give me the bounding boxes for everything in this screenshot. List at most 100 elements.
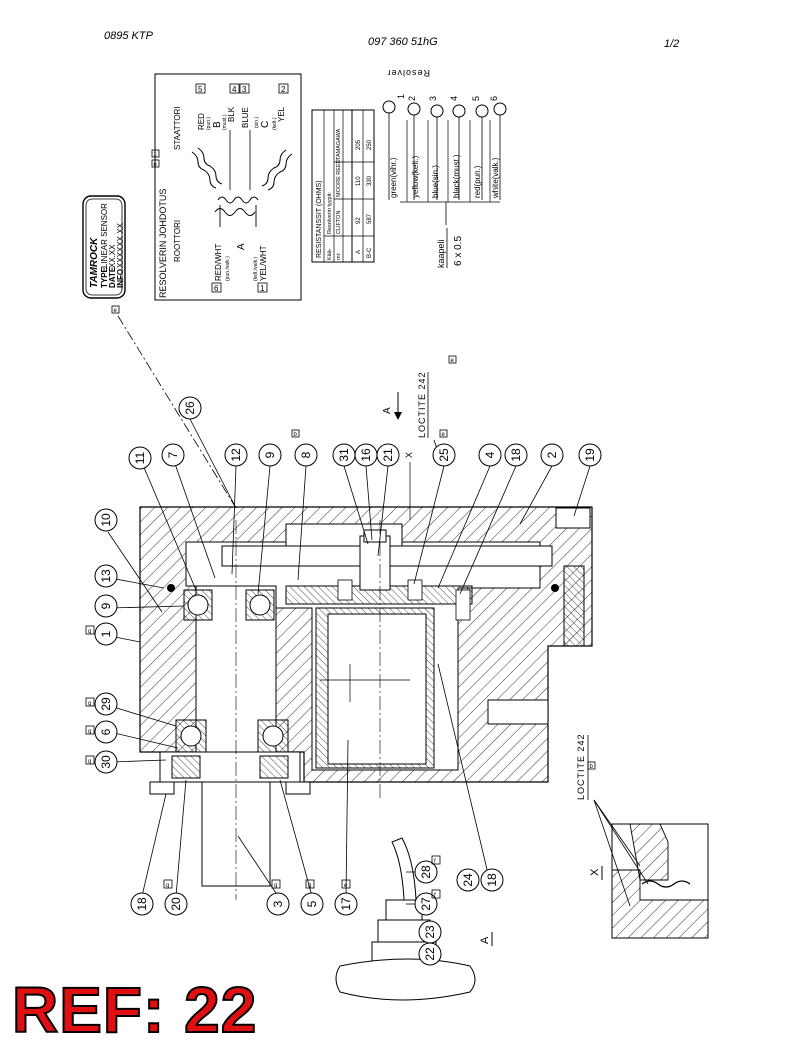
rev-mark-e2: e — [154, 162, 158, 168]
callout-10: 10 — [94, 508, 118, 532]
stator-letter-b: B — [212, 121, 223, 128]
svg-text:10: 10 — [99, 513, 113, 527]
callout-8: 8 — [294, 443, 318, 467]
svg-text:11: 11 — [133, 451, 147, 464]
svg-text:1: 1 — [99, 630, 113, 637]
rotor-wire-yel-wht: YEL/WHT — [259, 245, 268, 281]
callout-11: 11 — [128, 446, 152, 470]
table-row-a-tamagawa: 205 — [356, 139, 362, 150]
nameplate: TAMROCK TYPE LINEAR SENSOR DATE XX.XX IN… — [82, 195, 126, 314]
svg-text:12: 12 — [229, 448, 243, 462]
svg-text:9: 9 — [263, 451, 277, 458]
stator-pin-4: 4 — [232, 85, 237, 94]
nameplate-info-value: XXXXXX XX — [116, 222, 125, 268]
callout-13: 13 — [94, 564, 118, 588]
svg-text:17: 17 — [339, 897, 353, 911]
callout-27: 27 — [414, 892, 438, 916]
callout-2: 2 — [540, 443, 564, 467]
header-right: 1/2 — [664, 38, 680, 50]
svg-text:f: f — [434, 859, 436, 865]
nameplate-date-value: XX.XX — [108, 244, 117, 268]
callout-leaders — [107, 418, 591, 936]
table-col-moore-reed: MOORE REED — [336, 159, 342, 197]
table-corner-top: Kää- — [327, 248, 333, 260]
svg-text:e: e — [344, 883, 348, 889]
svg-text:18: 18 — [509, 448, 523, 462]
svg-text:g: g — [88, 759, 91, 765]
detail-x-view — [593, 799, 709, 939]
nameplate-type-value: LINEAR SENSOR — [100, 203, 109, 268]
callout-28: 28 — [414, 860, 438, 884]
view-a-label: A — [382, 407, 393, 414]
table-col-tamagawa: TAMAGAWA — [336, 128, 342, 160]
wiring-roottori: ROOTTORI — [173, 220, 182, 262]
table-types-label: Resolverin tyypit: — [327, 192, 333, 234]
svg-text:13: 13 — [99, 569, 113, 583]
view-a-bottom: A — [479, 936, 491, 944]
nameplate-date-key: DATE — [108, 266, 117, 288]
header-center: 097 360 51hG — [368, 36, 438, 48]
rev-mark-b2: b — [590, 764, 594, 770]
stator-wire-red: RED — [197, 113, 206, 130]
callout-30: 30 — [94, 750, 118, 774]
svg-text:20: 20 — [169, 897, 183, 911]
callout-23: 23 — [418, 920, 442, 944]
stator-pin-2: 2 — [281, 85, 286, 94]
svg-text:26: 26 — [183, 401, 197, 415]
table-col-clifton: CLIFTON — [336, 211, 342, 234]
svg-text:21: 21 — [381, 448, 395, 462]
cable-pin-4-circle — [452, 104, 466, 118]
wiring-diagram: RESOLVERIN JOHDOTUS ROOTTORI STAATTORI 6… — [151, 73, 302, 301]
table-row-bc-moore: 330 — [367, 175, 373, 186]
rev-mark-b: b — [294, 432, 298, 438]
callout-21: 21 — [376, 443, 400, 467]
callout-31: 31 — [332, 443, 356, 467]
table-row-bc-tamagawa: 250 — [367, 139, 373, 150]
svg-text:16: 16 — [359, 448, 373, 462]
callout-26: 26 — [178, 396, 202, 420]
header-left: 0895 KTP — [104, 30, 153, 42]
table-row-a-name: A — [356, 250, 362, 254]
svg-text:4: 4 — [483, 451, 497, 458]
rotor-wire-yel-wht-sub: (kelt./valk.) — [253, 256, 259, 281]
svg-text:g: g — [88, 629, 91, 635]
cable-color-green: green(vihr.) — [389, 157, 398, 198]
cable-pin-1-circle — [382, 100, 396, 114]
svg-text:25: 25 — [437, 448, 451, 462]
resistance-table-rows: A 92 110 205 B-C 587 330 250 — [351, 109, 375, 263]
callout-25: 25 — [432, 443, 456, 467]
table-row-bc-name: B-C — [367, 247, 373, 258]
table-title: RESISTANSSIT (OHMS) — [316, 180, 323, 258]
detail-x-mark: X — [404, 452, 414, 458]
table-row-a-clifton: 92 — [356, 217, 362, 224]
svg-text:5: 5 — [305, 900, 319, 907]
rev-mark-e4: e — [442, 432, 446, 438]
svg-text:7: 7 — [166, 451, 180, 458]
annotations: LOCTITE 242 e A X LOCTITE 242 b X A b — [291, 371, 603, 946]
loctite-main: LOCTITE 242 — [417, 371, 427, 438]
rotor-wire-red-wht-sub: (pun./valk.) — [225, 256, 231, 281]
resolver-cable: Resolver 1 2 3 4 5 6 green(vihr.) yello — [382, 68, 507, 364]
cable-pin-1: 1 — [396, 94, 406, 99]
svg-text:27: 27 — [419, 897, 433, 911]
cable-pin-3-circle — [430, 104, 444, 118]
callout-18a: 18 — [504, 443, 528, 467]
main-assembly — [139, 506, 593, 900]
rotor-pin-1: 1 — [260, 284, 265, 293]
wiring-staattori: STAATTORI — [173, 106, 182, 150]
callout-18b: 18 — [130, 892, 154, 916]
callout-6: 6 — [94, 720, 118, 744]
svg-text:9: 9 — [99, 602, 113, 609]
svg-text:18: 18 — [135, 897, 149, 911]
rotor-pin-6: 6 — [214, 284, 219, 293]
callout-18c: 18 — [480, 868, 504, 892]
callout-12: 12 — [224, 443, 248, 467]
callout-4: 4 — [478, 443, 502, 467]
callout-5: 5 — [300, 892, 324, 916]
stator-pin-3: 3 — [242, 85, 247, 94]
rotor-letter: A — [236, 243, 247, 250]
detail-x-label: X — [589, 868, 601, 876]
callout-19: 19 — [578, 443, 602, 467]
svg-text:8: 8 — [299, 451, 313, 458]
